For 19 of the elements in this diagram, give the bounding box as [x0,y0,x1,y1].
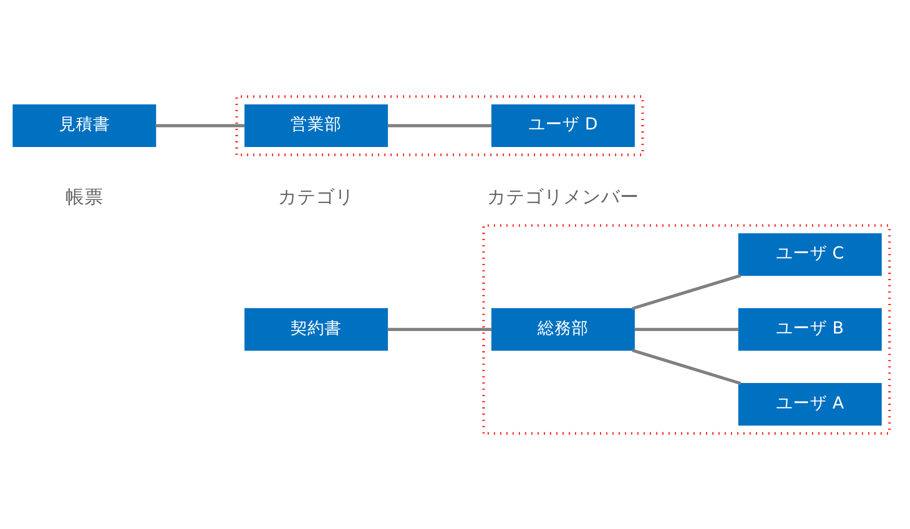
node-box: 総務部 [490,308,634,350]
connector [631,348,741,384]
label: カテゴリ [278,186,354,208]
node-box: ユーザ A [738,382,882,426]
connector [631,273,741,310]
node-box: ユーザ D [490,104,634,147]
label: 帳票 [64,186,103,208]
connector [387,327,492,331]
connector [634,327,738,331]
label: カテゴリメンバー [486,186,639,208]
node-box: 営業部 [244,104,388,147]
cluster [482,224,890,434]
node-box: ユーザ C [738,232,882,276]
connector [155,124,244,127]
node-box: 契約書 [244,308,388,350]
node-box: 見積書 [12,104,156,147]
cluster [234,94,644,156]
node-box: ユーザ B [738,308,882,350]
connector [387,124,492,127]
